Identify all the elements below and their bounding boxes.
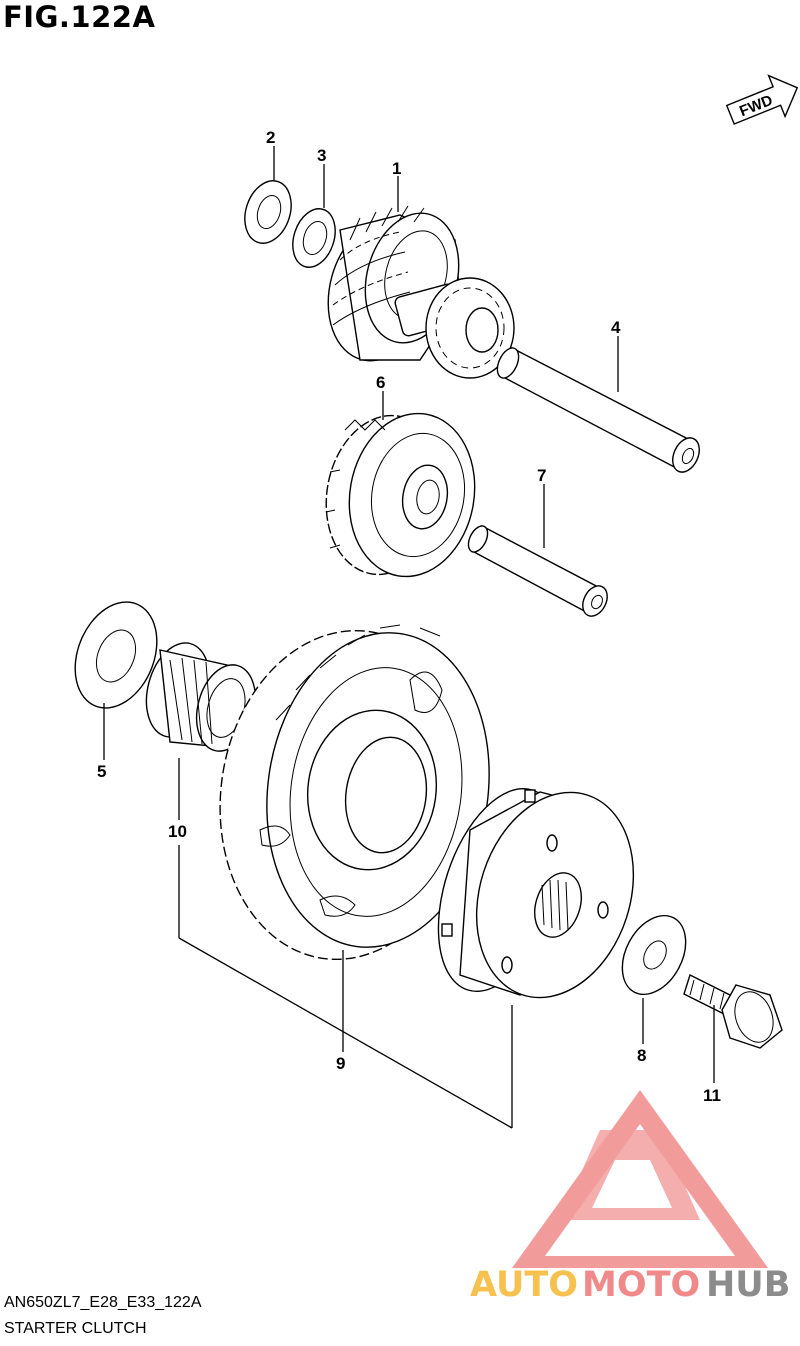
callout-4: 4 [611, 318, 621, 337]
callout-2: 2 [266, 128, 275, 147]
callout-6: 6 [376, 373, 385, 392]
part-10-needle-bearing [145, 642, 257, 752]
callout-3: 3 [317, 146, 326, 165]
pinion-gear [425, 277, 515, 379]
fwd-label: FWD [737, 92, 775, 121]
part-5-washer [74, 601, 158, 709]
drawing-code: AN650ZL7_E28_E33_122A [4, 1294, 202, 1311]
starter-clutch-body [437, 788, 635, 999]
part-11-bolt [683, 974, 783, 1049]
watermark-word-hub: HUB [706, 1265, 790, 1305]
part-4-shaft [496, 346, 700, 473]
fwd-arrow-icon: FWD [725, 74, 799, 125]
callout-7: 7 [537, 466, 546, 485]
part-6-gear [325, 412, 476, 578]
part-3-wave-washer [292, 208, 336, 268]
part-9-starter-gear [219, 624, 490, 961]
callout-1: 1 [392, 159, 401, 178]
watermark-word-moto: MOTO [582, 1265, 700, 1305]
figure-caption: STARTER CLUTCH [4, 1320, 147, 1337]
figure-number: FIG.122A [3, 0, 156, 34]
callout-9: 9 [336, 1054, 345, 1073]
part-1-idle-gear [327, 205, 515, 379]
part-7-shaft [467, 524, 608, 617]
leader-lines [103, 146, 715, 1129]
callout-10: 10 [168, 822, 187, 841]
watermark-logo [512, 1090, 768, 1268]
part-2-washer [244, 180, 292, 244]
watermark-wordmark: AUTO MOTO HUB [470, 1265, 790, 1305]
callout-labels: 2 3 1 4 6 7 5 10 9 8 11 [97, 128, 721, 1105]
callout-11: 11 [703, 1086, 721, 1105]
callout-5: 5 [97, 762, 106, 781]
callout-8: 8 [637, 1046, 646, 1065]
watermark-word-auto: AUTO [470, 1265, 578, 1305]
part-8-washer [621, 914, 687, 996]
